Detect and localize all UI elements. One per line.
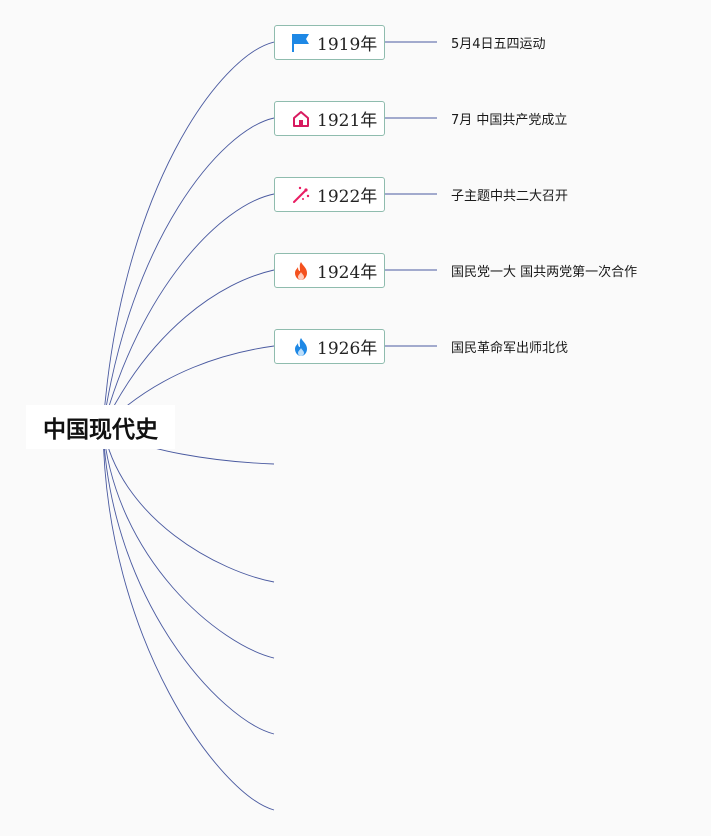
- connector-1919: [102, 41, 275, 428]
- event-1926-label: 国民革命军出师北伐: [451, 340, 569, 356]
- topic-1924[interactable]: 1924年: [274, 253, 385, 288]
- connector-1924: [102, 269, 275, 428]
- event-1926[interactable]: 国民革命军出师北伐: [451, 336, 568, 356]
- connector-empty-2: [102, 426, 275, 583]
- fire-icon: [291, 261, 311, 281]
- blue-fire-icon: [291, 337, 311, 357]
- topic-1924-label: 1924年: [317, 263, 378, 283]
- topic-1919-label: 1919年: [317, 35, 378, 55]
- root-topic[interactable]: 中国现代史: [26, 405, 175, 449]
- topic-1926-label: 1926年: [317, 339, 378, 359]
- connector-empty-4: [102, 426, 275, 735]
- topic-1922[interactable]: 1922年: [274, 177, 385, 212]
- event-1921-label: 7月 中国共产党成立: [451, 112, 568, 128]
- topic-1919[interactable]: 1919年: [274, 25, 385, 60]
- topic-1921[interactable]: 1921年: [274, 101, 385, 136]
- topic-1922-label: 1922年: [317, 187, 378, 207]
- connector-empty-3: [102, 426, 275, 659]
- connector-empty-5: [102, 426, 275, 811]
- event-1924[interactable]: 国民党一大 国共两党第一次合作: [451, 260, 637, 280]
- connector-1922: [102, 193, 275, 428]
- event-1919[interactable]: 5月4日五四运动: [451, 32, 546, 52]
- house-icon: [291, 109, 311, 129]
- connector-1921: [102, 117, 275, 428]
- event-1924-label: 国民党一大 国共两党第一次合作: [451, 264, 638, 280]
- event-1921[interactable]: 7月 中国共产党成立: [451, 108, 567, 128]
- root-topic-label: 中国现代史: [43, 417, 158, 443]
- event-1919-label: 5月4日五四运动: [451, 36, 546, 52]
- sparkle-icon: [291, 185, 311, 205]
- topic-1926[interactable]: 1926年: [274, 329, 385, 364]
- flag-icon: [291, 33, 311, 53]
- event-1922[interactable]: 子主题中共二大召开: [451, 184, 568, 204]
- topic-1921-label: 1921年: [317, 111, 378, 131]
- event-1922-label: 子主题中共二大召开: [451, 188, 569, 204]
